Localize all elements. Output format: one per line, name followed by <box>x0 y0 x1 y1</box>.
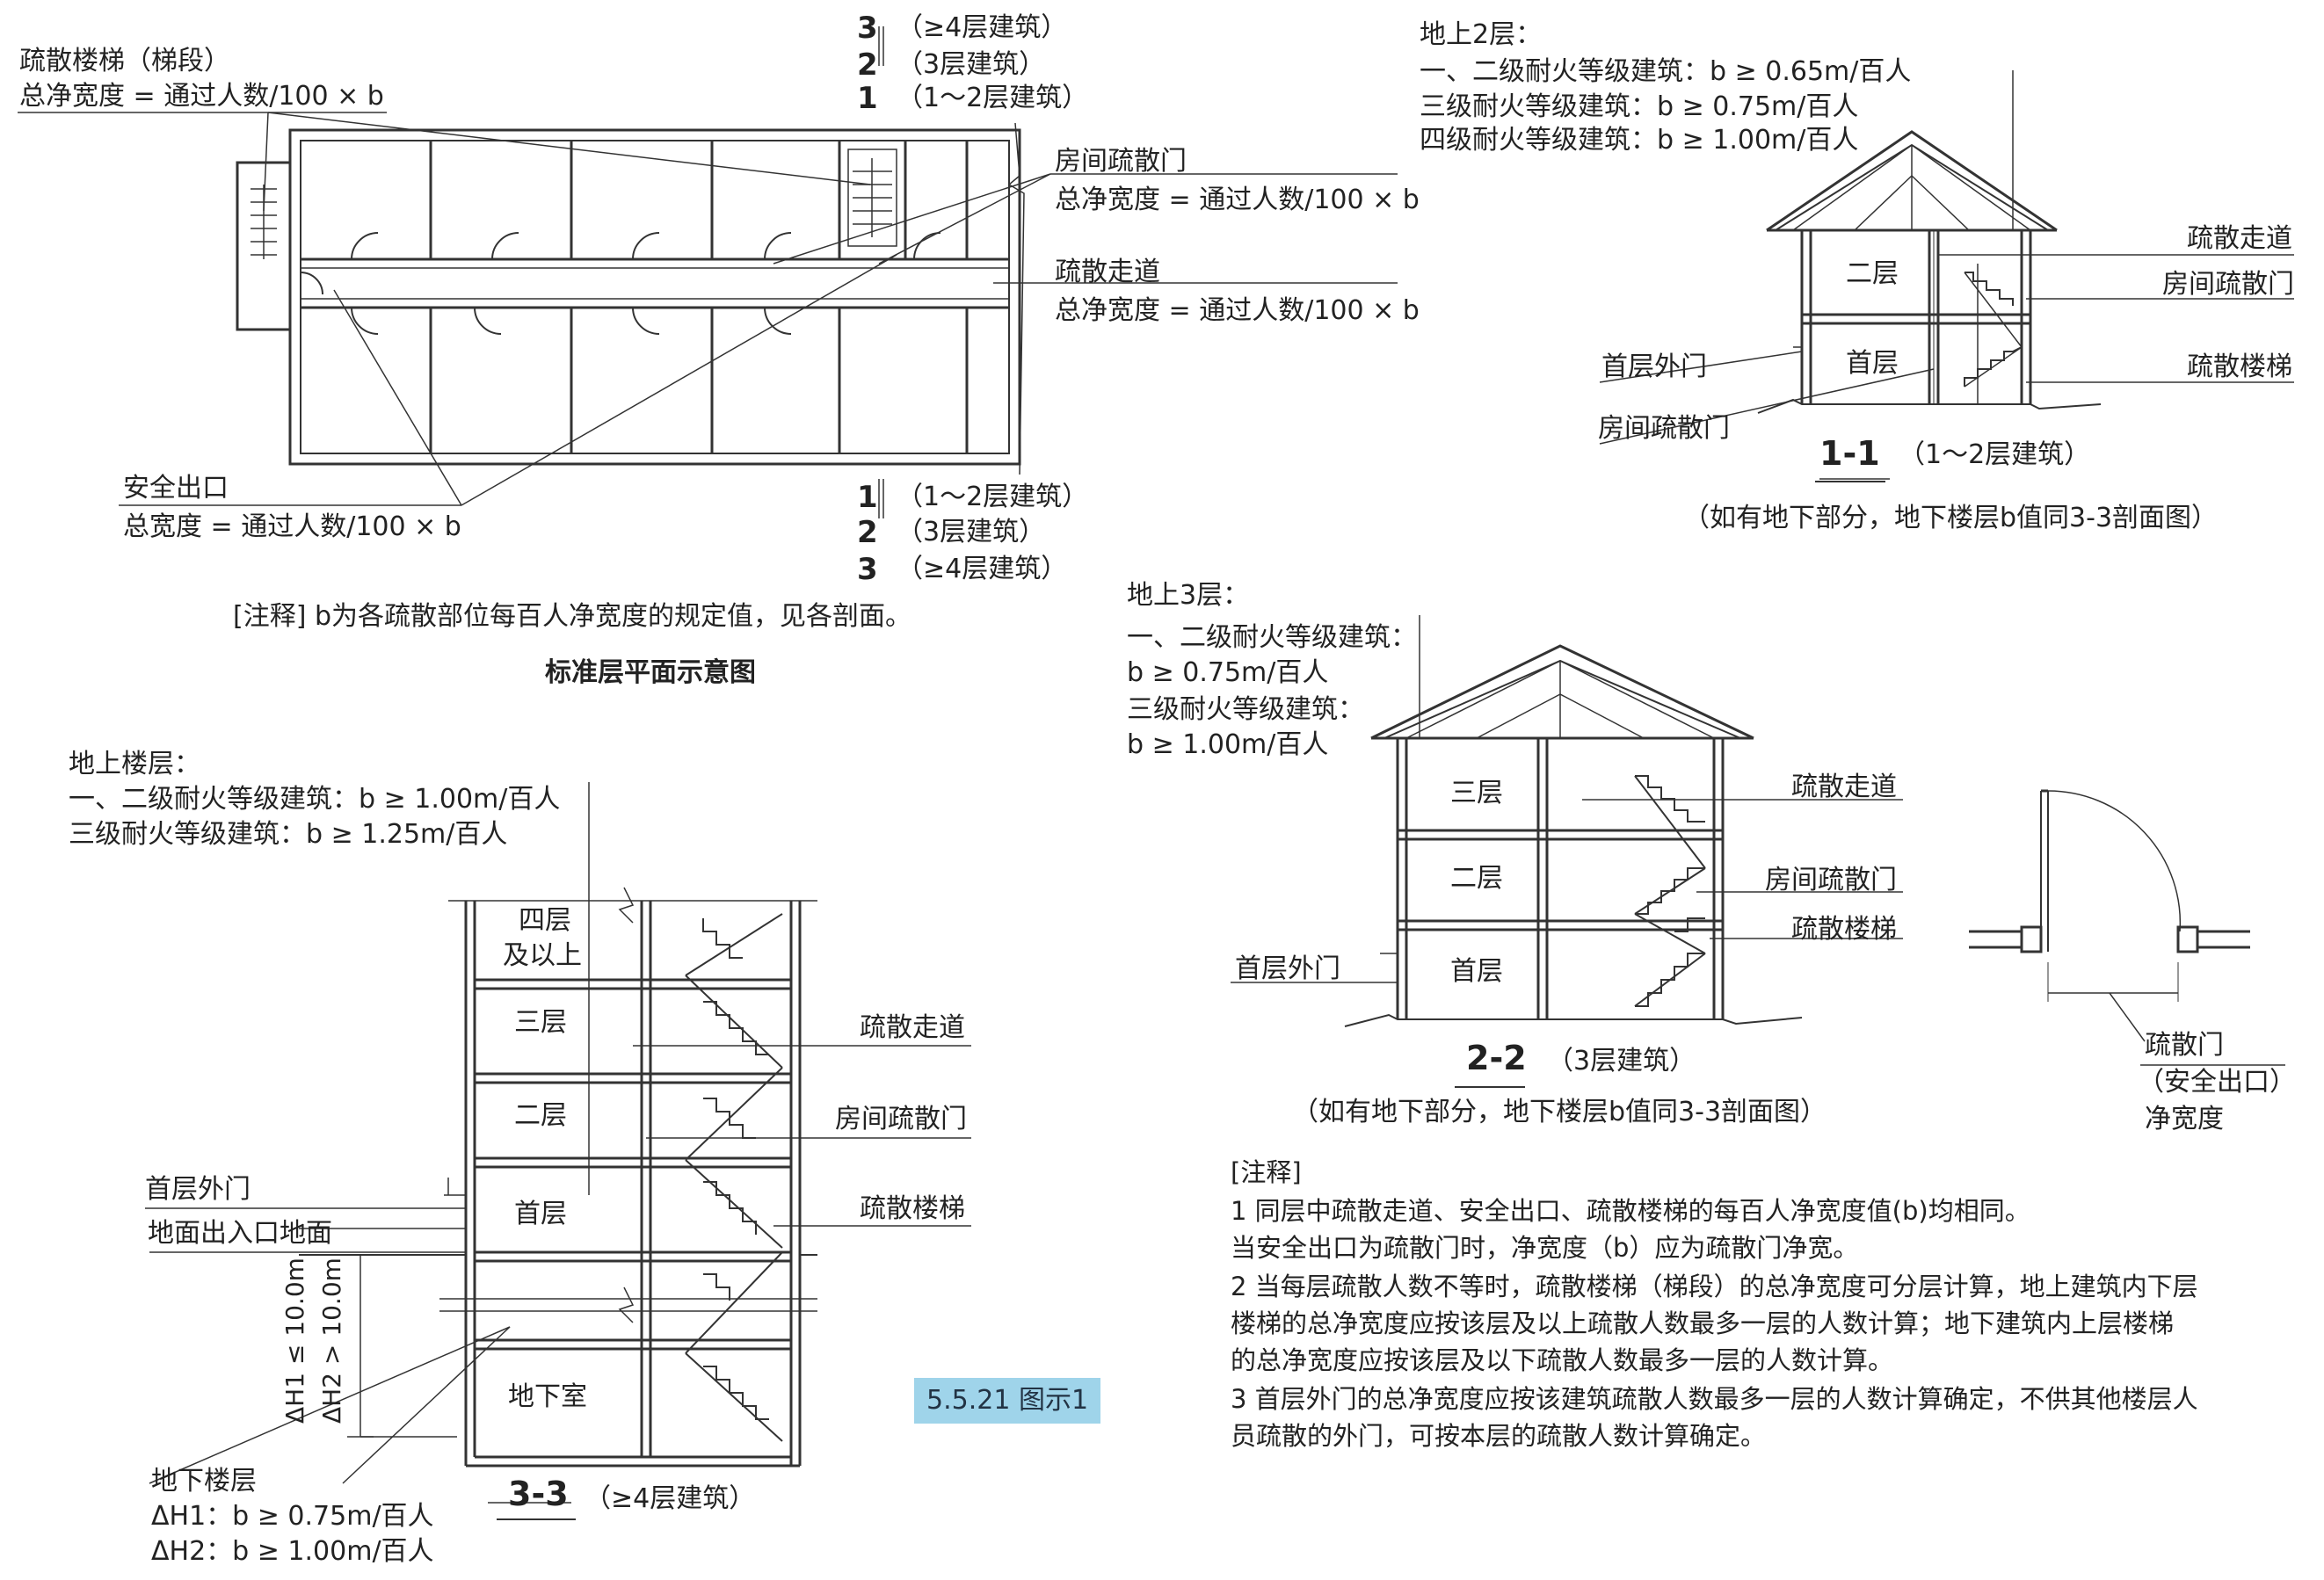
legend-top-text-2: （3层建筑） <box>897 49 1046 80</box>
legend-bottom-num-2: 2 <box>857 515 878 550</box>
plan-note: [注释] b为各疏散部位每百人净宽度的规定值，见各剖面。 <box>233 601 911 632</box>
sec22-line-3: 三级耐火等级建筑： <box>1127 694 1364 725</box>
sec11-line-3: 四级耐火等级建筑：b ≥ 1.00m/百人 <box>1420 125 1859 156</box>
legend-bottom-num-1: 1 <box>857 480 878 515</box>
plan-stair-label: 疏散楼梯（梯段） <box>19 46 230 76</box>
door-detail-label: 疏散门 <box>2145 1030 2224 1061</box>
figure-badge: 5.5.21 图示1 <box>914 1378 1101 1424</box>
sec33-floor4b: 及以上 <box>503 940 582 971</box>
left-stair-annex <box>236 161 292 331</box>
notes-item-1: 1 同层中疏散走道、安全出口、疏散楼梯的每百人净宽度值(b)均相同。 <box>1231 1196 2030 1226</box>
plan-outer-wall <box>288 128 1021 466</box>
sec33-number-underline <box>497 1518 576 1520</box>
legend-top-text-1: （1～2层建筑） <box>897 83 1089 113</box>
sec22-line-4: b ≥ 1.00m/百人 <box>1127 729 1329 760</box>
legend-top-num-3: 3 <box>857 11 878 46</box>
sec11-stair: 疏散楼梯 <box>2187 352 2292 382</box>
sec33-ext-door: 首层外门 <box>145 1174 251 1205</box>
sec33-stair: 疏散楼梯 <box>860 1193 965 1224</box>
sec33-header: 地上楼层： <box>69 749 200 779</box>
sec33-floor4a: 四层 <box>519 905 571 936</box>
legend-bottom-text-2: （3层建筑） <box>897 517 1046 547</box>
door-detail-sub: （安全出口） <box>2138 1067 2296 1098</box>
sec11-room-door-2: 房间疏散门 <box>1598 413 1730 444</box>
notes-item-2: 2 当每层疏散人数不等时，疏散楼梯（梯段）的总净宽度可分层计算，地上建筑内下层 <box>1231 1272 2198 1301</box>
legend-top-num-1: 1 <box>857 81 878 116</box>
plan-door-formula: 总净宽度 = 通过人数/100 × b <box>1055 185 1420 215</box>
section-1-1 <box>1599 70 2294 480</box>
plan-corridor-formula: 总净宽度 = 通过人数/100 × b <box>1055 295 1420 326</box>
legend-bottom-text-1: （1～2层建筑） <box>897 482 1089 512</box>
sec11-foot: （如有地下部分，地下楼层b值同3-3剖面图） <box>1683 503 2219 533</box>
sec22-desc: （3层建筑） <box>1547 1046 1696 1076</box>
sec33-line-2: 三级耐火等级建筑：b ≥ 1.25m/百人 <box>69 819 508 850</box>
notes-item-2b: 楼梯的总净宽度应按该层及以上疏散人数最多一层的人数计算；地下建筑内上层楼梯 <box>1231 1308 2175 1338</box>
plan-exit-formula: 总宽度 = 通过人数/100 × b <box>123 511 461 542</box>
sec33-h2: ΔH2 > 10.0m <box>317 1257 346 1424</box>
right-stair <box>847 149 897 247</box>
sec22-floor1: 首层 <box>1450 956 1503 987</box>
notes-item-1b: 当安全出口为疏散门时，净宽度（b）应为疏散门净宽。 <box>1231 1233 1859 1263</box>
sec33-number: 3-3 <box>508 1475 569 1513</box>
plan-corridor-label: 疏散走道 <box>1055 257 1160 287</box>
notes-item-3b: 员疏散的外门，可按本层的疏散人数计算确定。 <box>1231 1421 1767 1451</box>
door-detail-width: 净宽度 <box>2145 1104 2224 1134</box>
sec33-basement: 地下室 <box>508 1381 587 1412</box>
notes-item-3: 3 首层外门的总净宽度应按该建筑疏散人数最多一层的人数计算确定，不供其他楼层人 <box>1231 1384 2198 1414</box>
sec33-floor1: 首层 <box>514 1199 567 1229</box>
legend-bottom-text-3: （≥4层建筑） <box>897 554 1068 584</box>
sec22-corridor: 疏散走道 <box>1791 772 1897 802</box>
sec11-desc: （1～2层建筑） <box>1899 439 2091 470</box>
sec11-floor1: 首层 <box>1846 348 1899 379</box>
height-dimension <box>347 1254 457 1438</box>
sec11-ext-door: 首层外门 <box>1601 352 1707 382</box>
sec33-line-1: 一、二级耐火等级建筑：b ≥ 1.00m/百人 <box>69 784 561 815</box>
plan-stair-formula: 总净宽度 = 通过人数/100 × b <box>19 81 384 112</box>
sec22-stair: 疏散楼梯 <box>1791 914 1897 945</box>
legend-top-num-2: 2 <box>857 47 878 83</box>
sec33-under-2: ΔH2：b ≥ 1.00m/百人 <box>151 1536 434 1567</box>
sec11-floor2: 二层 <box>1846 258 1899 289</box>
sec22-number: 2-2 <box>1466 1039 1527 1077</box>
notes-item-2c: 的总净宽度应按该层及以下疏散人数最多一层的人数计算。 <box>1231 1345 1894 1375</box>
sec11-corridor: 疏散走道 <box>2187 223 2292 254</box>
sec22-ext-door: 首层外门 <box>1235 953 1340 984</box>
sec22-foot: （如有地下部分，地下楼层b值同3-3剖面图） <box>1292 1097 1827 1127</box>
door-detail <box>1969 789 2285 1066</box>
plan-leaders <box>18 26 1398 518</box>
plan-title: 标准层平面示意图 <box>545 657 756 688</box>
sec22-line-1: 一、二级耐火等级建筑： <box>1127 622 1417 653</box>
sec33-ground: 地面出入口地面 <box>148 1218 332 1249</box>
sec33-desc: （≥4层建筑） <box>585 1483 756 1514</box>
sec11-header: 地上2层： <box>1420 19 1543 50</box>
sec22-floor3: 三层 <box>1450 778 1503 808</box>
sec22-header: 地上3层： <box>1127 580 1250 611</box>
sec33-h1: ΔH1 ≤ 10.0m <box>280 1257 309 1424</box>
plan-exit-label: 安全出口 <box>123 473 229 504</box>
sec11-line-1: 一、二级耐火等级建筑：b ≥ 0.65m/百人 <box>1420 56 1912 87</box>
sec11-line-2: 三级耐火等级建筑：b ≥ 0.75m/百人 <box>1420 91 1859 122</box>
sec11-room-door: 房间疏散门 <box>2162 269 2294 300</box>
sec22-floor2: 二层 <box>1450 863 1503 894</box>
plan-door-label: 房间疏散门 <box>1055 146 1187 177</box>
section-3-3 <box>145 782 971 1504</box>
sec22-line-2: b ≥ 0.75m/百人 <box>1127 657 1329 688</box>
sec33-floor2: 二层 <box>514 1100 567 1131</box>
section-2-2 <box>1231 615 1903 1027</box>
notes-header: [注释] <box>1231 1157 1302 1187</box>
sec33-room-door: 房间疏散门 <box>835 1104 967 1134</box>
legend-top-text-3: （≥4层建筑） <box>897 12 1068 43</box>
sec22-room-door: 房间疏散门 <box>1765 865 1897 895</box>
legend-bottom-num-3: 3 <box>857 552 878 587</box>
sec11-number: 1-1 <box>1819 434 1880 473</box>
sec33-under-header: 地下楼层 <box>151 1466 257 1497</box>
sec33-floor3: 三层 <box>514 1007 567 1038</box>
floor-plan <box>236 122 1025 475</box>
sec33-corridor: 疏散走道 <box>860 1012 965 1043</box>
sec33-under-1: ΔH1：b ≥ 0.75m/百人 <box>151 1501 434 1532</box>
